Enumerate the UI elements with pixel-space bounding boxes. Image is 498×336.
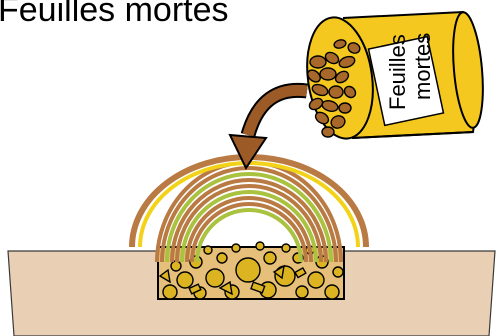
can-label-line2: mortes xyxy=(410,33,435,100)
can-label-line1: Feuilles xyxy=(385,34,410,110)
